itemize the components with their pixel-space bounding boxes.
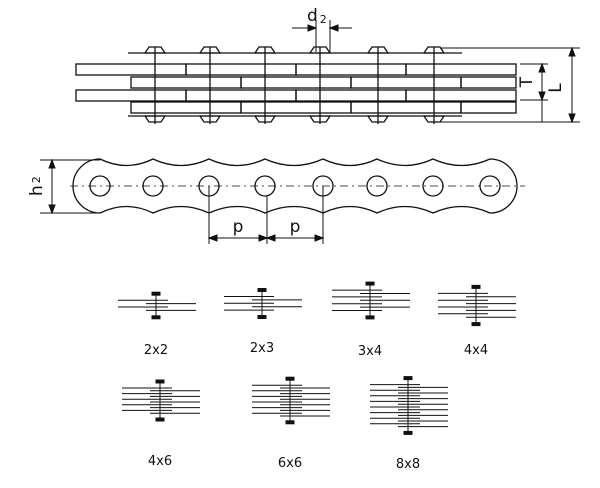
lacing-variants: 2x2 2x3 3x4 4x4 4x6 6x6 8x8 xyxy=(118,281,516,472)
chain-plate xyxy=(350,101,462,114)
lacing-label: 4x6 xyxy=(148,454,172,469)
lacing-label: 4x4 xyxy=(464,343,488,358)
chain-plate xyxy=(240,76,352,89)
lacing-4x4 xyxy=(438,284,516,327)
chain-plate xyxy=(460,76,517,89)
lacing-3x4 xyxy=(332,281,410,320)
dimension-d2 xyxy=(292,20,352,52)
lacing-2x3 xyxy=(224,288,302,319)
chain-plate xyxy=(405,89,517,102)
chain-plate xyxy=(240,101,352,114)
chain-plate xyxy=(75,89,187,102)
label-h2: h2 xyxy=(27,176,47,196)
label-L: L xyxy=(546,83,566,93)
chain-plate xyxy=(185,63,297,76)
chain-plate xyxy=(185,89,297,102)
chain-plate xyxy=(75,63,187,76)
label-T: T xyxy=(517,76,537,88)
chain-plate xyxy=(350,76,462,89)
chain-plate xyxy=(130,101,242,114)
lacing-6x6 xyxy=(252,376,330,425)
chain-plate xyxy=(405,63,517,76)
label-pitch-1: p xyxy=(233,217,244,237)
dimension-pitch xyxy=(207,186,325,244)
label-pitch-2: p xyxy=(290,217,301,237)
lacing-4x6 xyxy=(122,379,200,422)
chain-outline xyxy=(72,158,518,214)
lacing-label: 8x8 xyxy=(396,457,420,472)
lacing-2x2 xyxy=(118,291,196,320)
chain-top-view xyxy=(75,46,517,124)
lacing-label: 2x2 xyxy=(144,343,168,358)
dimension-h2 xyxy=(40,158,100,215)
lacing-label: 6x6 xyxy=(278,456,302,471)
chain-side-view xyxy=(70,158,525,214)
chain-plate xyxy=(130,76,242,89)
chain-plate xyxy=(295,63,407,76)
dimension-T-L xyxy=(440,46,580,124)
lacing-label: 2x3 xyxy=(250,341,274,356)
pin-hole xyxy=(366,175,388,197)
lacing-label: 3x4 xyxy=(358,344,382,359)
lacing-8x8 xyxy=(370,376,448,435)
chain-plate xyxy=(295,89,407,102)
chain-plate xyxy=(460,101,517,114)
